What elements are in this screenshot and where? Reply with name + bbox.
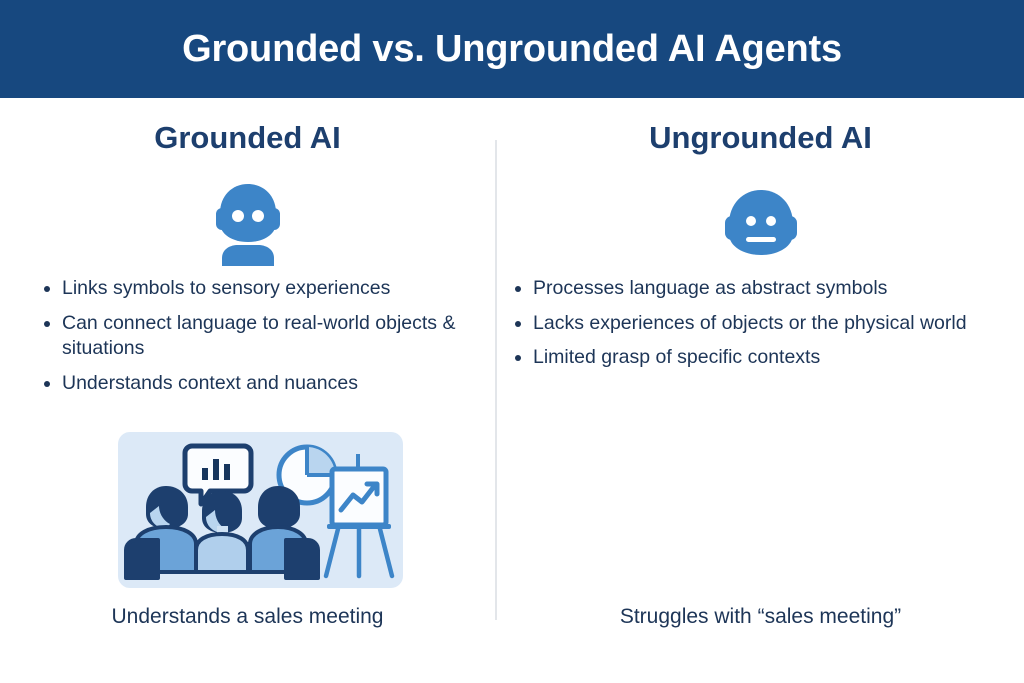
- easel-growth-chart-icon: [323, 454, 395, 579]
- caption-ungrounded: Struggles with “sales meeting”: [619, 605, 902, 628]
- robot-head-only-icon: [724, 190, 797, 255]
- column-divider: [495, 140, 497, 620]
- bullet-item: Can connect language to real-world objec…: [40, 311, 490, 362]
- sales-meeting-scene: [124, 443, 395, 580]
- column-heading-grounded: Grounded AI: [154, 120, 341, 155]
- ungrounded-robot-wrap: [497, 176, 1024, 268]
- bullet-item: Limited grasp of specific contexts: [511, 345, 1011, 371]
- speech-bubble-bar-chart-icon: [182, 443, 254, 507]
- bullet-item: Understands context and nuances: [40, 371, 490, 397]
- comparison-columns: Grounded AI Links symbols to sensory exp…: [0, 98, 1024, 683]
- column-grounded: Grounded AI Links symbols to sensory exp…: [0, 98, 495, 683]
- sales-meeting-illustration: [118, 432, 403, 588]
- column-ungrounded: Ungrounded AI Processes language as abst…: [497, 98, 1024, 683]
- three-people-at-table: [124, 486, 320, 580]
- robot-with-body-icon: [215, 184, 280, 266]
- column-heading-ungrounded: Ungrounded AI: [649, 120, 872, 155]
- caption-grounded: Understands a sales meeting: [111, 605, 384, 628]
- bullet-item: Processes language as abstract symbols: [511, 276, 1011, 302]
- bullet-list-ungrounded: Processes language as abstract symbols L…: [511, 276, 1011, 380]
- grounded-robot-wrap: [0, 176, 495, 268]
- bullet-item: Lacks experiences of objects or the phys…: [511, 311, 1011, 337]
- bullet-item: Links symbols to sensory experiences: [40, 276, 490, 302]
- page-title: Grounded vs. Ungrounded AI Agents: [182, 28, 842, 70]
- bullet-list-grounded: Links symbols to sensory experiences Can…: [40, 276, 490, 406]
- header-band: Grounded vs. Ungrounded AI Agents: [0, 0, 1024, 98]
